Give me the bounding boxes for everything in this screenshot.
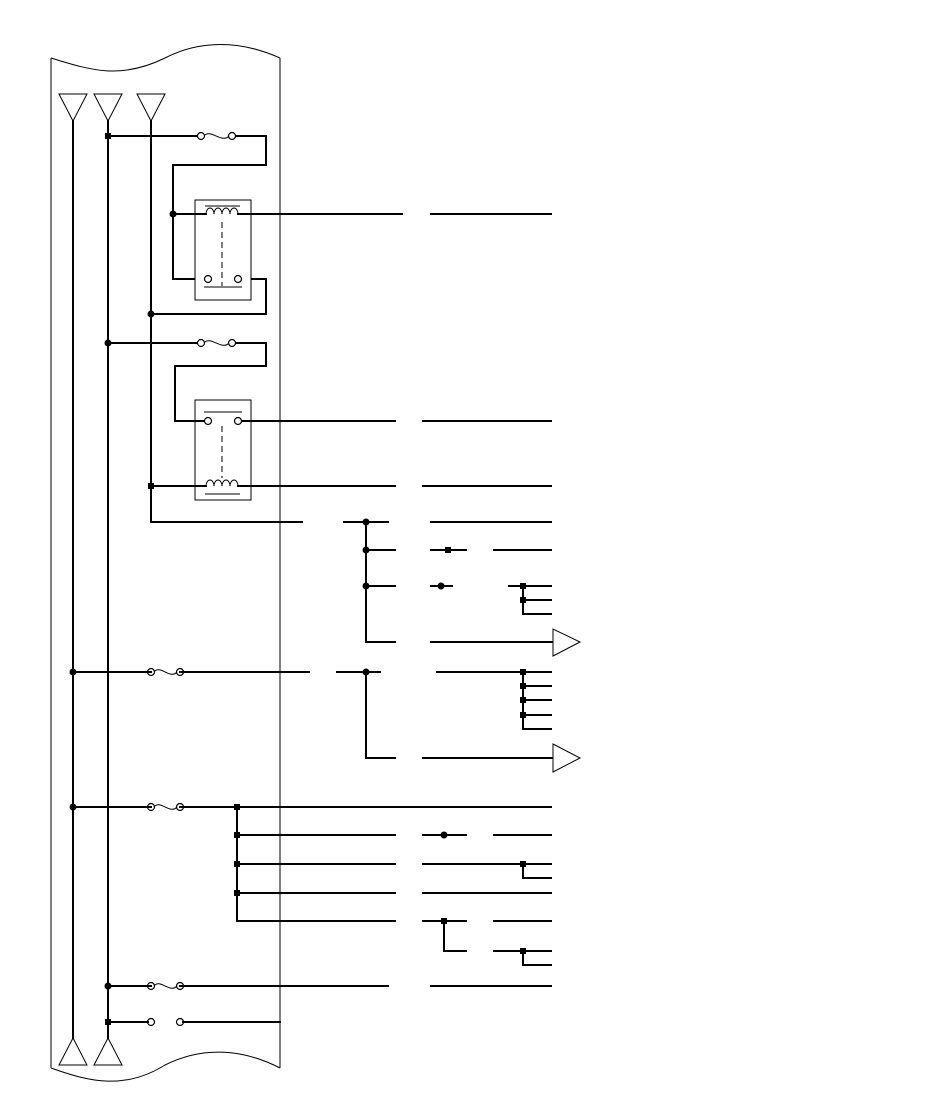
output-arrow-2-icon xyxy=(552,743,582,773)
power-feed-2-icon xyxy=(93,93,123,123)
relay-1-contact-icon xyxy=(203,274,213,284)
circuit-relay-2 xyxy=(107,342,552,487)
power-feed-3-icon xyxy=(136,93,166,123)
supply-buses xyxy=(72,120,152,1039)
relay-2 xyxy=(150,399,261,501)
terminal-open-icon xyxy=(146,1017,185,1027)
circuit-relay-1 xyxy=(107,135,552,315)
fuse-1-icon xyxy=(196,131,237,141)
relay-2-contact-icon xyxy=(203,416,213,426)
output-arrow-1-icon xyxy=(552,628,582,657)
ground-1-icon xyxy=(58,1036,88,1066)
fuse-3-icon xyxy=(146,667,185,677)
junction-dots xyxy=(69,133,526,1025)
relay-1 xyxy=(172,199,261,301)
relay-2-coil-icon xyxy=(205,479,239,487)
fuse-5-icon xyxy=(146,981,185,991)
power-feed-symbols xyxy=(58,93,166,123)
power-feed-1-icon xyxy=(58,93,88,123)
relay-1-coil-icon xyxy=(205,207,239,215)
ground-2-icon xyxy=(93,1036,123,1066)
circuit-branch-c xyxy=(72,806,552,966)
circuit-branch-d xyxy=(107,985,552,1023)
fuse-4-icon xyxy=(146,802,185,812)
ground-symbols xyxy=(58,1036,123,1066)
fuse-box-outline xyxy=(50,44,281,1082)
fuse-2-icon xyxy=(196,338,237,348)
circuit-branch-b xyxy=(72,671,582,773)
